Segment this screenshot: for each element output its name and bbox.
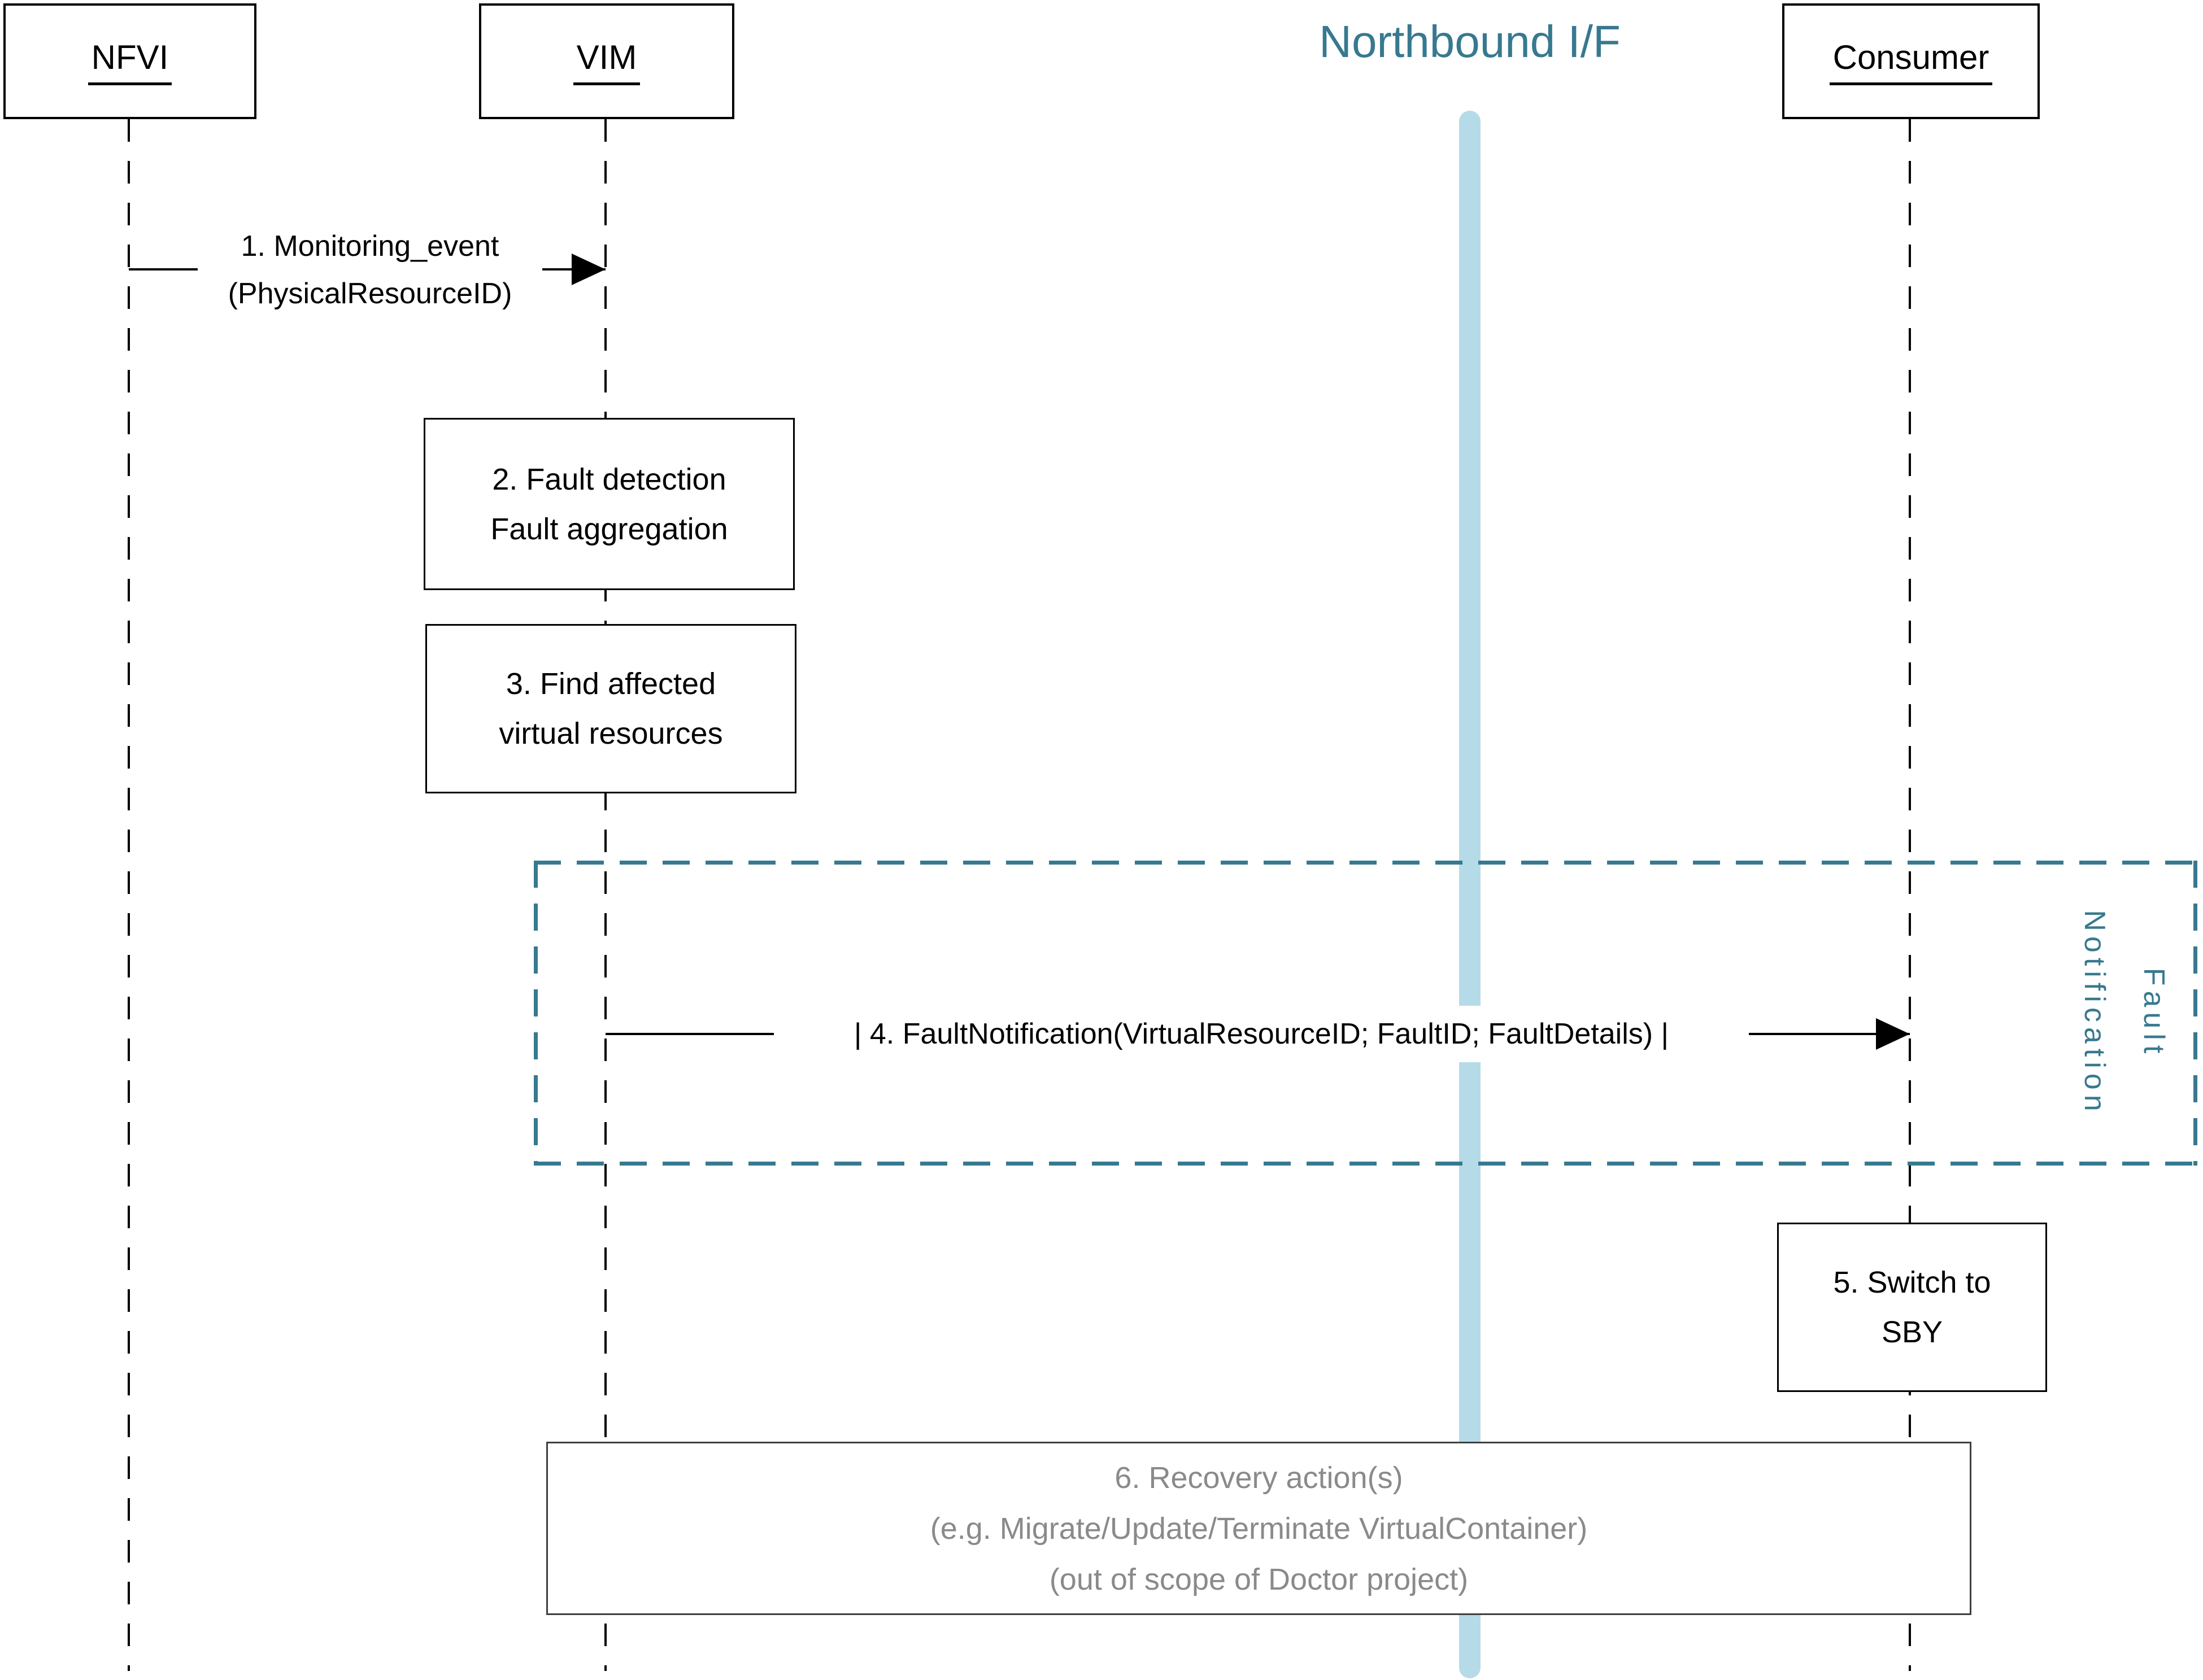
recovery-note-line1: 6. Recovery action(s) bbox=[1114, 1460, 1403, 1495]
message-1-label: 1. Monitoring_event (PhysicalResourceID) bbox=[198, 222, 542, 317]
vim-lifeline bbox=[604, 119, 607, 1671]
consumer-lifeline bbox=[1909, 119, 1911, 1671]
activity-find-affected-line2: virtual resources bbox=[499, 717, 723, 750]
message-4-label: | 4. FaultNotification(VirtualResourceID… bbox=[774, 1006, 1749, 1062]
activity-fault-detection-line2: Fault aggregation bbox=[490, 512, 728, 546]
activity-switch-to-sby: 5. Switch to SBY bbox=[1777, 1223, 2047, 1392]
activity-find-affected-resources: 3. Find affected virtual resources bbox=[425, 624, 796, 793]
activity-fault-detection: 2. Fault detection Fault aggregation bbox=[424, 418, 795, 590]
fault-region-border-right bbox=[2193, 861, 2197, 1166]
participant-vim-label: VIM bbox=[573, 38, 641, 85]
activity-switch-to-sby-line2: SBY bbox=[1881, 1315, 1943, 1349]
fault-region-border-left bbox=[534, 861, 538, 1166]
message-1-label-line2: (PhysicalResourceID) bbox=[228, 277, 512, 310]
northbound-interface-bar bbox=[1459, 111, 1481, 1678]
recovery-action-note: 6. Recovery action(s) (e.g. Migrate/Upda… bbox=[546, 1442, 1971, 1615]
fault-region-border-top bbox=[534, 861, 2197, 865]
fault-region-title-line1: Fault bbox=[2137, 967, 2170, 1059]
activity-switch-to-sby-line1: 5. Switch to bbox=[1833, 1266, 1991, 1299]
recovery-note-line3: (out of scope of Doctor project) bbox=[1049, 1562, 1469, 1596]
activity-fault-detection-line1: 2. Fault detection bbox=[492, 462, 726, 496]
participant-vim: VIM bbox=[479, 3, 734, 119]
fault-region-title: Fault Notification bbox=[2065, 827, 2183, 1199]
participant-consumer: Consumer bbox=[1782, 3, 2040, 119]
message-4-arrowhead-icon bbox=[1876, 1018, 1910, 1050]
northbound-interface-title: Northbound I/F bbox=[1319, 16, 1621, 67]
activity-find-affected-line1: 3. Find affected bbox=[506, 667, 716, 701]
participant-nfvi: NFVI bbox=[3, 3, 256, 119]
fault-region-title-line2: Notification bbox=[2078, 910, 2111, 1116]
participant-nfvi-label: NFVI bbox=[88, 38, 172, 85]
participant-consumer-label: Consumer bbox=[1829, 38, 1993, 85]
fault-region-border-bottom bbox=[534, 1162, 2197, 1166]
nfvi-lifeline bbox=[128, 119, 130, 1671]
recovery-note-line2: (e.g. Migrate/Update/Terminate VirtualCo… bbox=[930, 1511, 1588, 1546]
message-1-label-line1: 1. Monitoring_event bbox=[241, 230, 499, 263]
message-1-arrowhead-icon bbox=[572, 254, 606, 285]
